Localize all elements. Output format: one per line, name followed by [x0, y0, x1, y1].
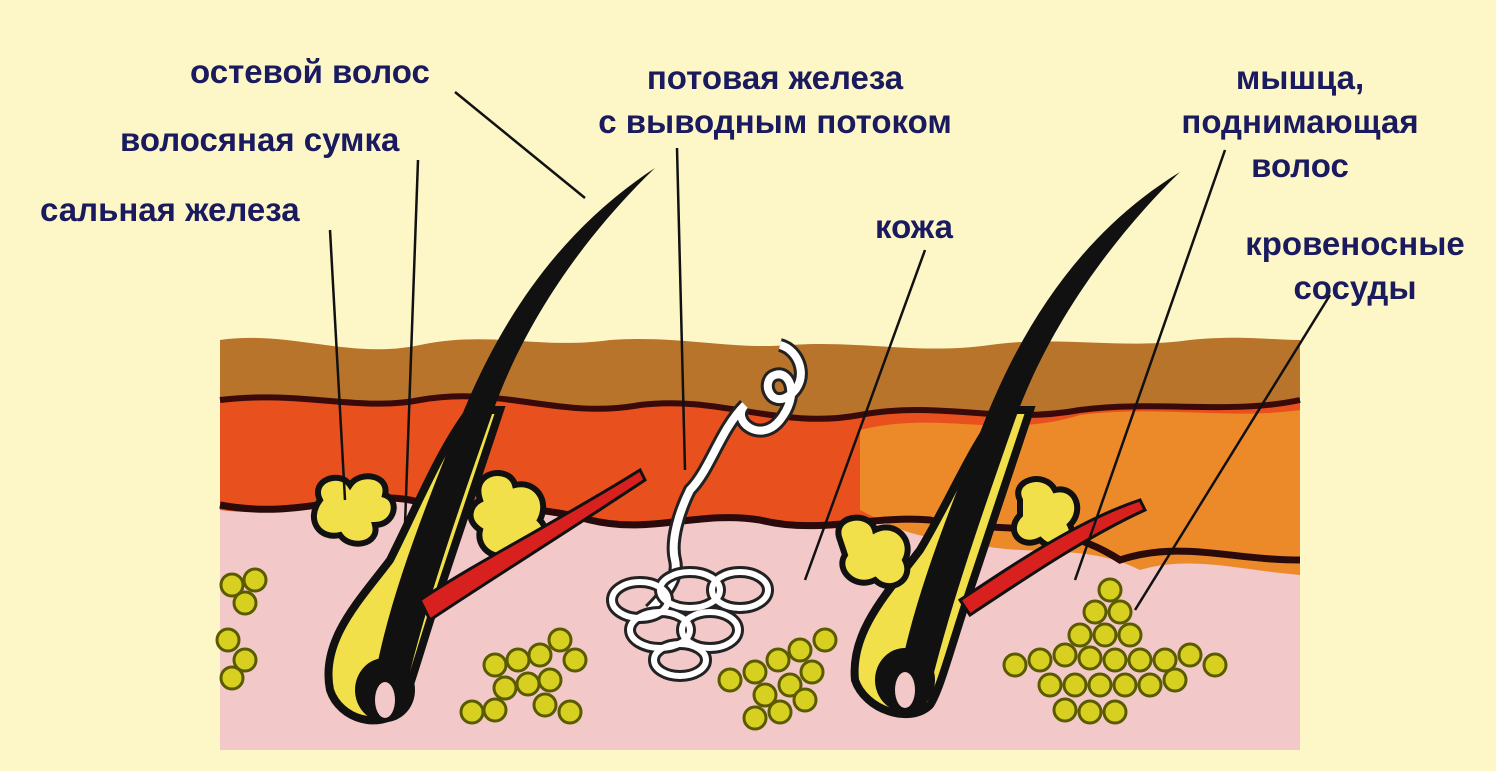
label-sweat-gland-line2: с выводным потоком: [545, 100, 1005, 144]
label-skin: кожа: [875, 205, 953, 249]
hair-papilla-right: [895, 672, 915, 708]
label-guard-hair: остевой волос: [190, 50, 430, 94]
hair-papilla-left: [375, 682, 395, 718]
sebaceous-gland-right: [838, 518, 907, 586]
label-muscle-line3: волос: [1140, 144, 1460, 188]
label-muscle-line2: поднимающая: [1140, 100, 1460, 144]
label-sebaceous-gland: сальная железа: [40, 188, 300, 232]
label-sweat-gland-line1: потовая железа: [545, 56, 1005, 100]
label-sweat-gland: потовая железа с выводным потоком: [545, 56, 1005, 144]
label-muscle: мышца, поднимающая волос: [1140, 56, 1460, 188]
label-vessels-line1: кровеносные: [1225, 222, 1485, 266]
label-vessels-line2: сосуды: [1225, 266, 1485, 310]
label-hair-follicle: волосяная сумка: [120, 118, 399, 162]
label-blood-vessels: кровеносные сосуды: [1225, 222, 1485, 310]
label-muscle-line1: мышца,: [1140, 56, 1460, 100]
